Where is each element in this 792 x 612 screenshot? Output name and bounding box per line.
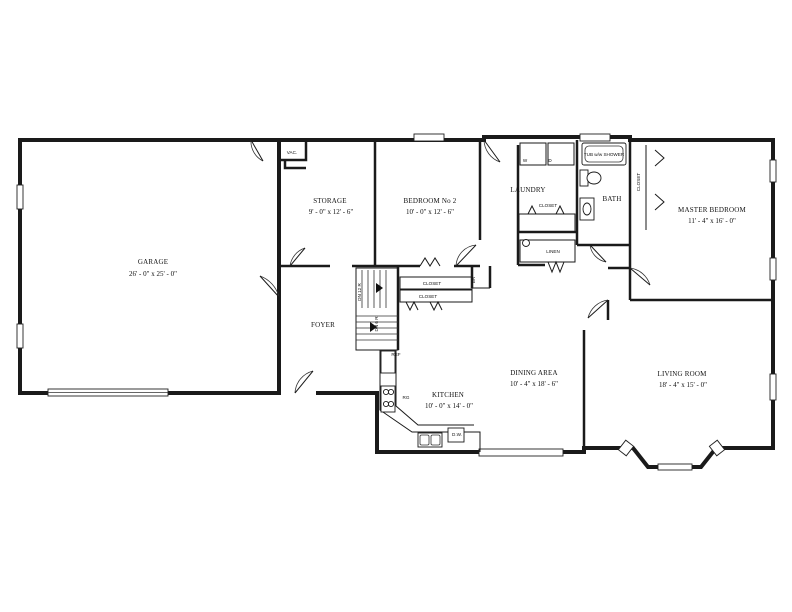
living-room-dims: 18' - 4" x 15' - 0" — [659, 381, 707, 389]
vac-label: VAC. — [287, 150, 297, 155]
br-label: BR — [471, 276, 476, 283]
hall-closet-upper-label: CLOSET — [423, 281, 442, 286]
dishwasher-label: D.W. — [452, 432, 462, 437]
hall-closet-lower-label: CLOSET — [419, 294, 438, 299]
dining-area-name: DINING AREA — [510, 369, 558, 377]
bath-name: BATH — [602, 195, 621, 203]
dryer-label: D — [548, 158, 552, 163]
dining-area-dims: 10' - 4" x 18' - 6" — [510, 380, 558, 388]
master-bedroom-dims: 11' - 4" x 16' - 0" — [688, 217, 736, 225]
laundry-name: LAUNDRY — [510, 186, 545, 194]
stair-down-label: DN 6 R — [374, 316, 379, 332]
master-closet-label: CLOSET — [636, 173, 641, 192]
small-labels: VAC. TUB w/w SHOWER CLOSET LINEN CLOSET … — [287, 150, 641, 437]
master-bedroom-name: MASTER BEDROOM — [678, 206, 747, 214]
fixtures — [356, 142, 627, 448]
bedroom2-name: BEDROOM No 2 — [404, 197, 457, 205]
garage-name: GARAGE — [138, 258, 168, 266]
garage-dims: 26' - 0" x 25' - 0" — [129, 270, 177, 278]
windows — [16, 133, 777, 471]
bedroom2-dims: 10' - 0" x 12' - 6" — [406, 208, 454, 216]
linen-label: LINEN — [546, 249, 560, 254]
living-room-name: LIVING ROOM — [657, 370, 707, 378]
ref-label: REF — [391, 352, 400, 357]
exterior-walls — [18, 135, 775, 469]
tub-shower-label: TUB w/w SHOWER — [584, 152, 625, 157]
laundry-closet-label: CLOSET — [539, 203, 558, 208]
interior-walls — [277, 138, 773, 452]
storage-name: STORAGE — [313, 197, 347, 205]
washer-label: W — [523, 158, 528, 163]
range-label: RG — [403, 395, 410, 400]
foyer-name: FOYER — [311, 321, 335, 329]
storage-dims: 9' - 0" x 12' - 6" — [309, 208, 354, 216]
kitchen-name: KITCHEN — [432, 391, 464, 399]
stair-up-label: DN 12 R — [357, 283, 362, 301]
doors — [250, 139, 665, 394]
room-labels: GARAGE 26' - 0" x 25' - 0" STORAGE 9' - … — [129, 186, 746, 410]
kitchen-dims: 10' - 0" x 14' - 0" — [425, 402, 473, 410]
